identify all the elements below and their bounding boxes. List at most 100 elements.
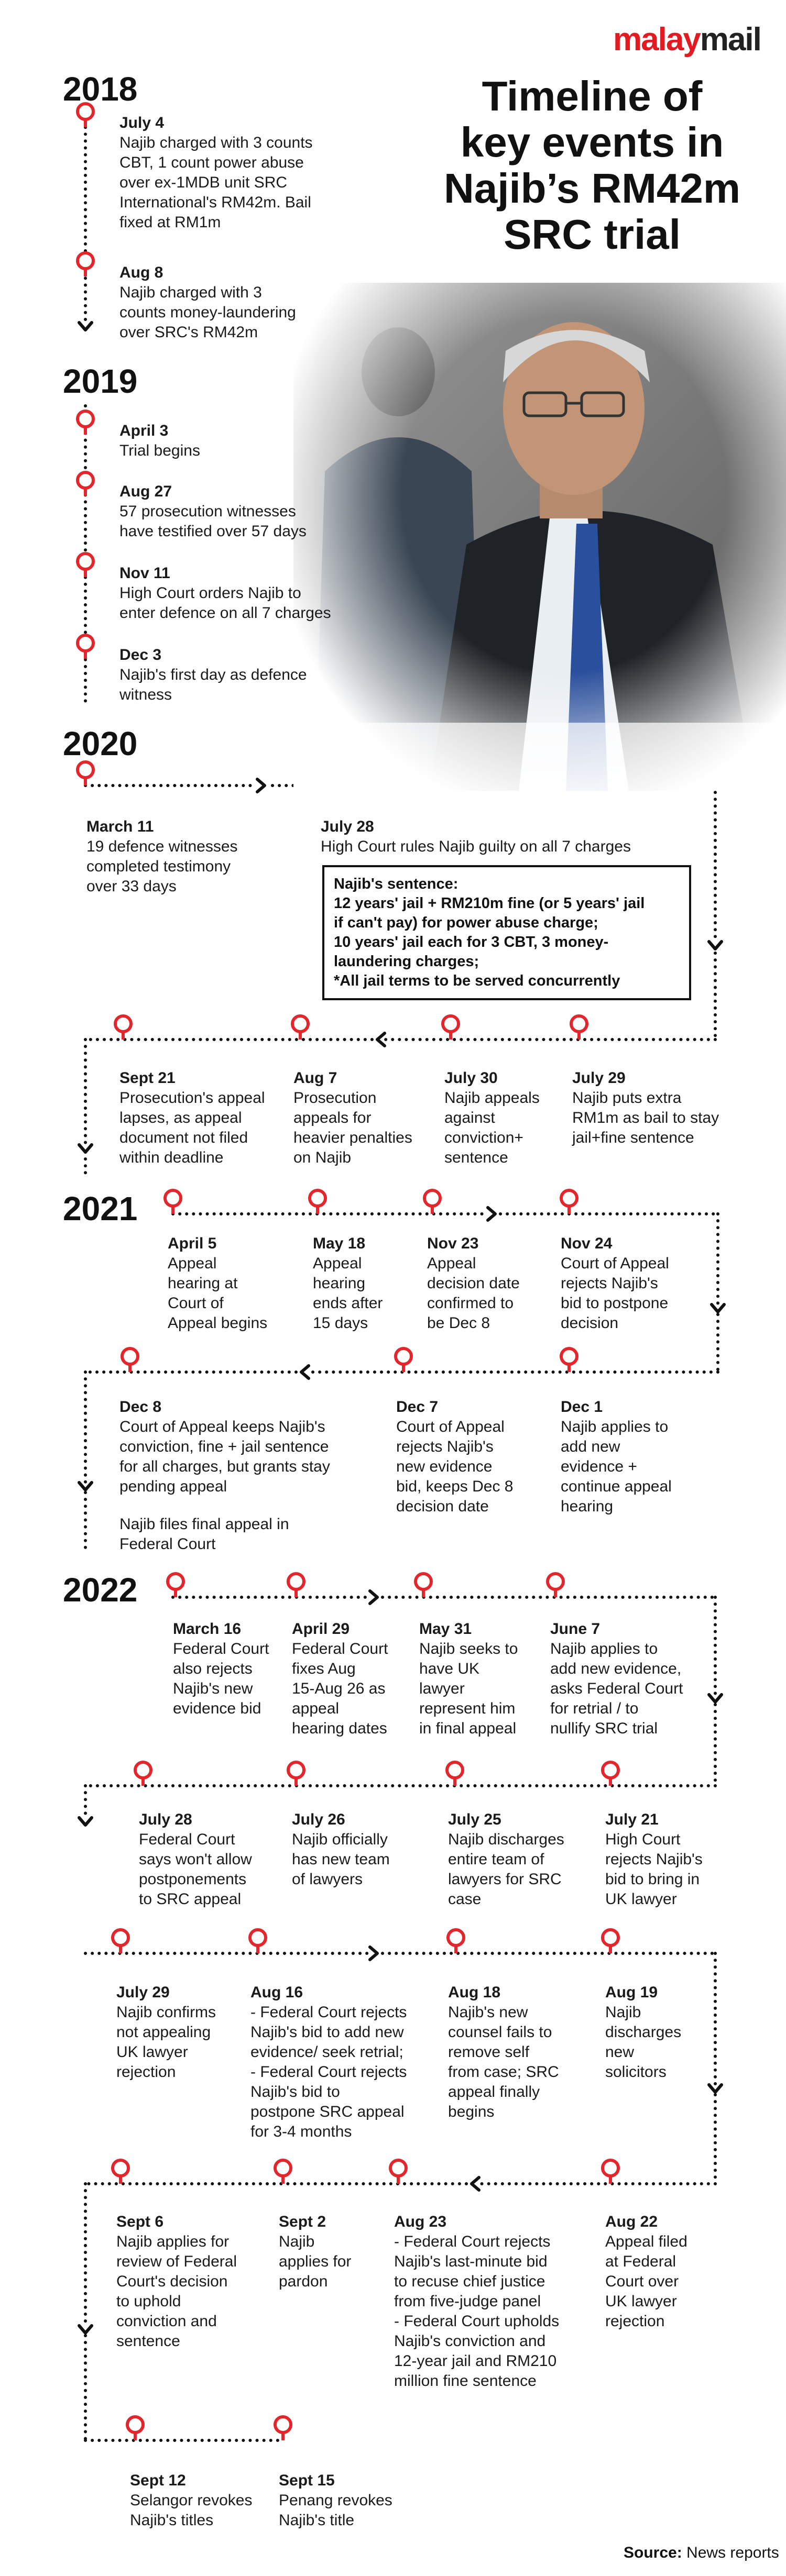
brand-part-mail: mail bbox=[700, 21, 762, 58]
timeline-marker bbox=[121, 1347, 139, 1372]
sentence-heading: Najib's sentence: bbox=[334, 876, 458, 892]
timeline-marker bbox=[274, 2159, 292, 2184]
sentence-line: laundering charges; bbox=[334, 953, 479, 970]
najib-photo bbox=[293, 251, 786, 791]
timeline-marker bbox=[248, 1928, 267, 1953]
timeline-marker bbox=[394, 1347, 413, 1372]
sentence-line: *All jail terms to be served concurrentl… bbox=[334, 972, 620, 989]
timeline-arrow-left bbox=[470, 2176, 481, 2192]
timeline-marker bbox=[445, 1761, 464, 1786]
timeline-marker bbox=[291, 1014, 310, 1040]
timeline-marker bbox=[76, 102, 95, 127]
timeline-arrow-right bbox=[368, 1945, 379, 1961]
timeline-marker bbox=[76, 760, 95, 786]
year-2020: 2020 bbox=[63, 725, 138, 762]
timeline-marker bbox=[570, 1014, 588, 1040]
timeline-marker bbox=[111, 2159, 130, 2184]
sentence-box: Najib's sentence: 12 years' jail + RM210… bbox=[322, 865, 691, 1000]
timeline-marker bbox=[287, 1572, 305, 1597]
source-credit: Source: News reports bbox=[624, 2544, 779, 2562]
timeline-marker bbox=[76, 251, 95, 277]
timeline-arrow-down bbox=[707, 940, 723, 950]
brand-logo: malaymail bbox=[613, 21, 762, 58]
timeline-marker bbox=[601, 1761, 620, 1786]
timeline-marker bbox=[423, 1189, 442, 1214]
timeline-marker bbox=[76, 471, 95, 496]
timeline-marker bbox=[308, 1189, 327, 1214]
timeline-marker bbox=[114, 1014, 133, 1040]
source-text: News reports bbox=[686, 2544, 779, 2561]
sentence-line: if can't pay) for power abuse charge; bbox=[334, 914, 598, 931]
timeline-marker bbox=[546, 1572, 565, 1597]
timeline-marker bbox=[389, 2159, 408, 2184]
timeline-marker bbox=[166, 1572, 185, 1597]
timeline-marker bbox=[601, 2159, 620, 2184]
timeline-marker bbox=[76, 634, 95, 659]
timeline-marker bbox=[414, 1572, 433, 1597]
year-2022: 2022 bbox=[63, 1571, 138, 1609]
timeline-marker bbox=[274, 2415, 292, 2440]
timeline-marker bbox=[560, 1189, 578, 1214]
timeline-arrow-down bbox=[78, 1816, 93, 1827]
timeline-marker bbox=[601, 1928, 620, 1953]
timeline-marker bbox=[134, 1761, 152, 1786]
brand-part-malay: malay bbox=[613, 21, 701, 58]
year-2019: 2019 bbox=[63, 362, 138, 400]
timeline-marker bbox=[287, 1761, 305, 1786]
timeline-arrow-down bbox=[710, 1303, 726, 1313]
event-2022-aug-23: Aug 23- Federal Court rejects Najib's la… bbox=[394, 2213, 560, 2390]
timeline-marker bbox=[446, 1928, 465, 1953]
timeline-arrow-left bbox=[376, 1032, 386, 1047]
timeline-marker bbox=[560, 1347, 578, 1372]
sentence-line: 12 years' jail + RM210m fine (or 5 years… bbox=[334, 895, 645, 912]
timeline-arrow-down bbox=[78, 2324, 93, 2335]
year-2021: 2021 bbox=[63, 1190, 138, 1228]
sentence-line: 10 years' jail each for 3 CBT, 3 money- bbox=[334, 934, 609, 950]
year-2018: 2018 bbox=[63, 70, 138, 108]
final-appeal-note: Najib files final appeal in Federal Cour… bbox=[119, 1516, 289, 1553]
timeline-marker bbox=[441, 1014, 460, 1040]
page-title: Timeline of key events in Najib’s RM42m … bbox=[443, 73, 741, 258]
timeline-arrow-down bbox=[78, 1481, 93, 1491]
timeline-arrow-down bbox=[78, 321, 93, 331]
timeline-arrow-left bbox=[300, 1364, 310, 1380]
timeline-arrow-down bbox=[707, 2083, 723, 2094]
source-label: Source: bbox=[624, 2544, 682, 2561]
timeline-marker bbox=[76, 552, 95, 577]
timeline-arrow-right bbox=[486, 1206, 497, 1222]
